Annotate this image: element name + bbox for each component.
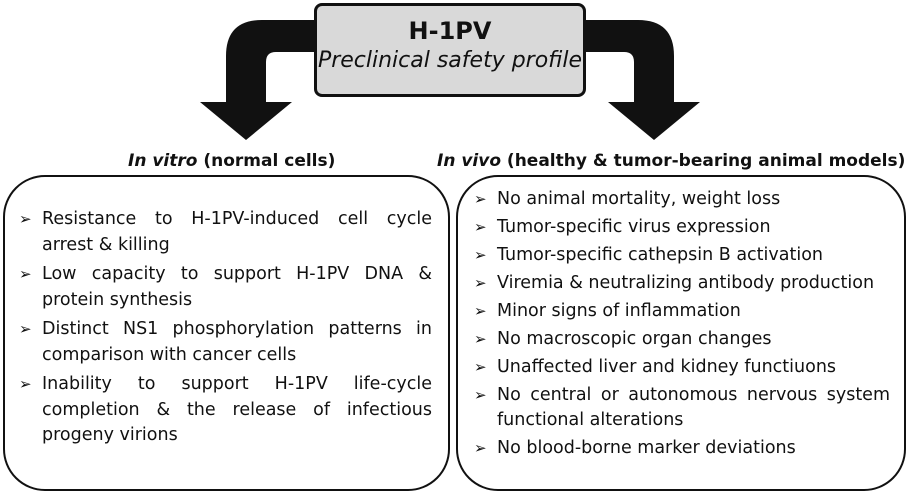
arrow-bullet-icon: ➢ <box>19 265 32 283</box>
arrow-bullet-icon: ➢ <box>474 218 487 236</box>
arrow-bullet-icon: ➢ <box>19 210 32 228</box>
list-item-text: No animal mortality, weight loss <box>497 189 781 209</box>
in-vivo-heading-italic: In vivo <box>437 151 502 171</box>
arrow-bullet-icon: ➢ <box>474 246 487 264</box>
list-item-text: Unaffected liver and kidney functiuons <box>497 357 837 377</box>
list-item-text: Viremia & neutralizing antibody producti… <box>497 273 875 293</box>
in-vitro-list: ➢ Resistance to H-1PV-induced cell cycle … <box>19 207 432 449</box>
right-curved-arrow <box>586 20 700 140</box>
in-vivo-list: ➢ No animal mortality, weight loss ➢ Tumor… <box>474 187 890 461</box>
list-item: ➢ Inability to support H-1PV life-cycle c… <box>19 372 432 449</box>
list-item-text: Distinct NS1 phosphorylation patterns in… <box>42 319 432 365</box>
list-item: ➢ No central or autonomous nervous system… <box>474 383 890 433</box>
in-vitro-box: ➢ Resistance to H-1PV-induced cell cycle … <box>3 175 450 491</box>
in-vitro-heading: In vitro (normal cells) <box>128 150 335 172</box>
list-item: ➢ Unaffected liver and kidney functiuons <box>474 355 890 380</box>
list-item: ➢ Distinct NS1 phosphorylation patterns i… <box>19 317 432 368</box>
diagram-title: H-1PV <box>408 17 492 45</box>
arrow-bullet-icon: ➢ <box>19 375 32 393</box>
list-item-text: Minor signs of inflammation <box>497 301 741 321</box>
list-item: ➢ No blood-borne marker deviations <box>474 436 890 461</box>
arrow-bullet-icon: ➢ <box>19 320 32 338</box>
list-item-text: Tumor-specific virus expression <box>497 217 771 237</box>
in-vitro-heading-rest: (normal cells) <box>197 151 336 171</box>
list-item: ➢ Resistance to H-1PV-induced cell cycle … <box>19 207 432 258</box>
list-item-text: No blood-borne marker deviations <box>497 438 796 458</box>
in-vivo-heading: In vivo (healthy & tumor-bearing animal … <box>437 150 905 172</box>
arrow-bullet-icon: ➢ <box>474 274 487 292</box>
list-item-text: No central or autonomous nervous system … <box>497 385 890 430</box>
left-curved-arrow <box>200 20 314 140</box>
list-item: ➢ No animal mortality, weight loss <box>474 187 890 212</box>
arrow-bullet-icon: ➢ <box>474 302 487 320</box>
list-item-text: Tumor-specific cathepsin B activation <box>497 245 823 265</box>
list-item: ➢ No macroscopic organ changes <box>474 327 890 352</box>
arrow-bullet-icon: ➢ <box>474 358 487 376</box>
arrow-bullet-icon: ➢ <box>474 439 487 457</box>
arrow-bullet-icon: ➢ <box>474 190 487 208</box>
diagram-subtitle: Preclinical safety profile <box>317 48 583 73</box>
arrow-bullet-icon: ➢ <box>474 330 487 348</box>
in-vitro-heading-italic: In vitro <box>128 151 198 171</box>
list-item: ➢ Low capacity to support H-1PV DNA & pro… <box>19 262 432 313</box>
list-item: ➢ Tumor-specific cathepsin B activation <box>474 243 890 268</box>
list-item: ➢ Tumor-specific virus expression <box>474 215 890 240</box>
title-box: H-1PV Preclinical safety profile <box>314 3 586 97</box>
arrow-bullet-icon: ➢ <box>474 386 487 404</box>
list-item-text: Low capacity to support H-1PV DNA & prot… <box>42 264 432 310</box>
in-vivo-box: ➢ No animal mortality, weight loss ➢ Tumor… <box>456 175 906 491</box>
list-item-text: No macroscopic organ changes <box>497 329 772 349</box>
list-item-text: Resistance to H-1PV-induced cell cycle a… <box>42 209 432 255</box>
list-item: ➢ Minor signs of inflammation <box>474 299 890 324</box>
in-vivo-heading-rest: (healthy & tumor-bearing animal models) <box>501 151 906 171</box>
list-item-text: Inability to support H-1PV life-cycle co… <box>42 374 432 445</box>
list-item: ➢ Viremia & neutralizing antibody product… <box>474 271 890 296</box>
